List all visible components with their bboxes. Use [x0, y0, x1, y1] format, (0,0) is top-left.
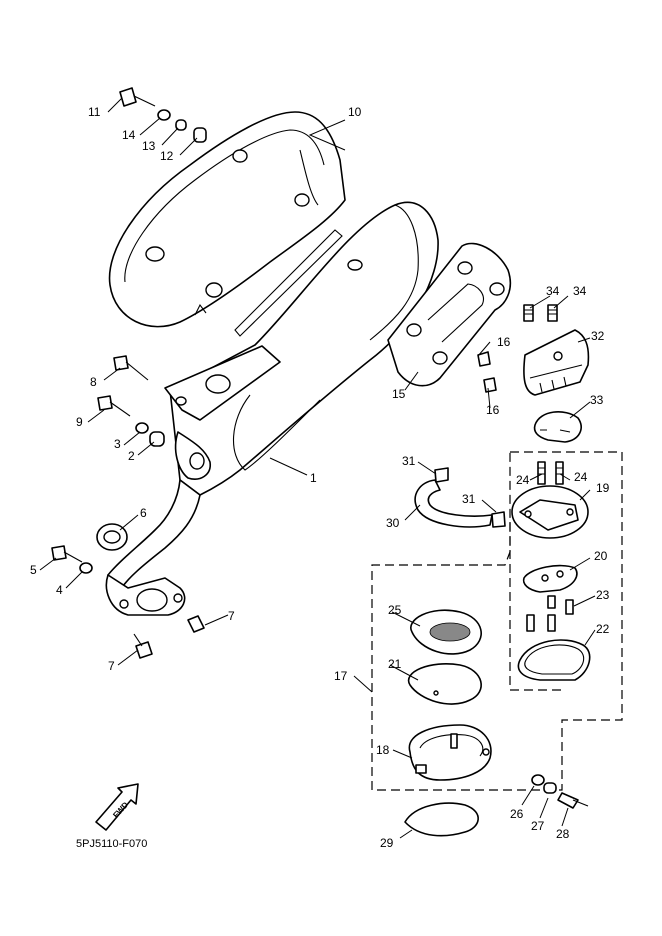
- callout-34a: 34: [546, 284, 560, 298]
- diagram-code: 5PJ5110-F070: [76, 838, 147, 850]
- fwd-arrow-icon: FWD: [95, 783, 139, 831]
- assembly-17-leader: [509, 522, 562, 691]
- callout-26: 26: [510, 807, 524, 821]
- callout-21: 21: [388, 657, 402, 671]
- washer-26: [531, 774, 545, 786]
- bolt-7-right: [187, 615, 205, 633]
- bolt-7-lower: [133, 633, 153, 659]
- air-case: [408, 724, 492, 781]
- callout-1: 1: [310, 471, 317, 485]
- screen-mesh: [429, 622, 471, 642]
- callout-18: 18: [376, 743, 390, 757]
- callout-30: 30: [386, 516, 400, 530]
- callout-3: 3: [114, 437, 121, 451]
- screen-element: [410, 609, 482, 655]
- callout-6: 6: [140, 506, 147, 520]
- washer-3: [135, 422, 149, 434]
- cover-29: [404, 802, 479, 837]
- protector-cover-part: [108, 111, 346, 328]
- filter-element: [407, 663, 482, 705]
- leader-lines: [39, 97, 596, 839]
- callout-34b: 34: [573, 284, 587, 298]
- bolt-34: [523, 304, 558, 322]
- muffler-part: [164, 201, 439, 496]
- bolt-28: [557, 792, 589, 809]
- reed-plate: [522, 564, 578, 593]
- callout-13: 13: [142, 139, 156, 153]
- heat-shield-plate: [387, 242, 512, 387]
- callout-15: 15: [392, 387, 406, 401]
- callout-19: 19: [596, 481, 610, 495]
- collar-13: [175, 119, 187, 131]
- bolt-9: [97, 395, 131, 417]
- callout-29: 29: [380, 836, 394, 850]
- gasket-22: [517, 639, 591, 681]
- exhaust-pipe: [105, 479, 201, 616]
- callout-22: 22: [596, 622, 610, 636]
- callout-31b: 31: [462, 492, 476, 506]
- callout-17: 17: [334, 669, 348, 683]
- callout-16a: 16: [497, 335, 511, 349]
- screw-24: [537, 461, 564, 485]
- callout-2: 2: [128, 449, 135, 463]
- callout-4: 4: [56, 583, 63, 597]
- callout-31a: 31: [402, 454, 416, 468]
- callout-10: 10: [348, 105, 362, 119]
- callout-14: 14: [122, 128, 136, 142]
- callout-33: 33: [590, 393, 604, 407]
- washer-4: [79, 562, 93, 574]
- callout-24b: 24: [574, 470, 588, 484]
- air-induction-group-outline: [371, 451, 623, 791]
- cover-piece: [523, 329, 590, 396]
- callout-32: 32: [591, 329, 605, 343]
- callout-12: 12: [160, 149, 174, 163]
- bolt-16: [477, 351, 497, 393]
- spacer-27: [543, 782, 557, 794]
- callout-labels: 1 2 3 4 5 6 7 7 8 9 10 11 12 13 14 15 16…: [30, 105, 610, 850]
- washer-14: [157, 109, 171, 121]
- reed-valve-body: [511, 485, 589, 539]
- gasket-part: [96, 523, 128, 551]
- callout-8: 8: [90, 375, 97, 389]
- callout-9: 9: [76, 415, 83, 429]
- plate-33: [533, 411, 582, 443]
- bolt-11: [119, 87, 156, 107]
- callout-28: 28: [556, 827, 570, 841]
- screw-23: [526, 595, 574, 632]
- bolt-8: [113, 355, 149, 381]
- callout-7b: 7: [108, 659, 115, 673]
- callout-5: 5: [30, 563, 37, 577]
- callout-7a: 7: [228, 609, 235, 623]
- callout-11: 11: [88, 105, 101, 119]
- callout-20: 20: [594, 549, 608, 563]
- callout-25: 25: [388, 603, 402, 617]
- callout-27: 27: [531, 819, 545, 833]
- callout-23: 23: [596, 588, 610, 602]
- callout-24a: 24: [516, 473, 530, 487]
- hose-part: [414, 479, 493, 528]
- clip-31: [434, 467, 506, 528]
- bolt-5: [51, 545, 83, 563]
- callout-16b: 16: [486, 403, 500, 417]
